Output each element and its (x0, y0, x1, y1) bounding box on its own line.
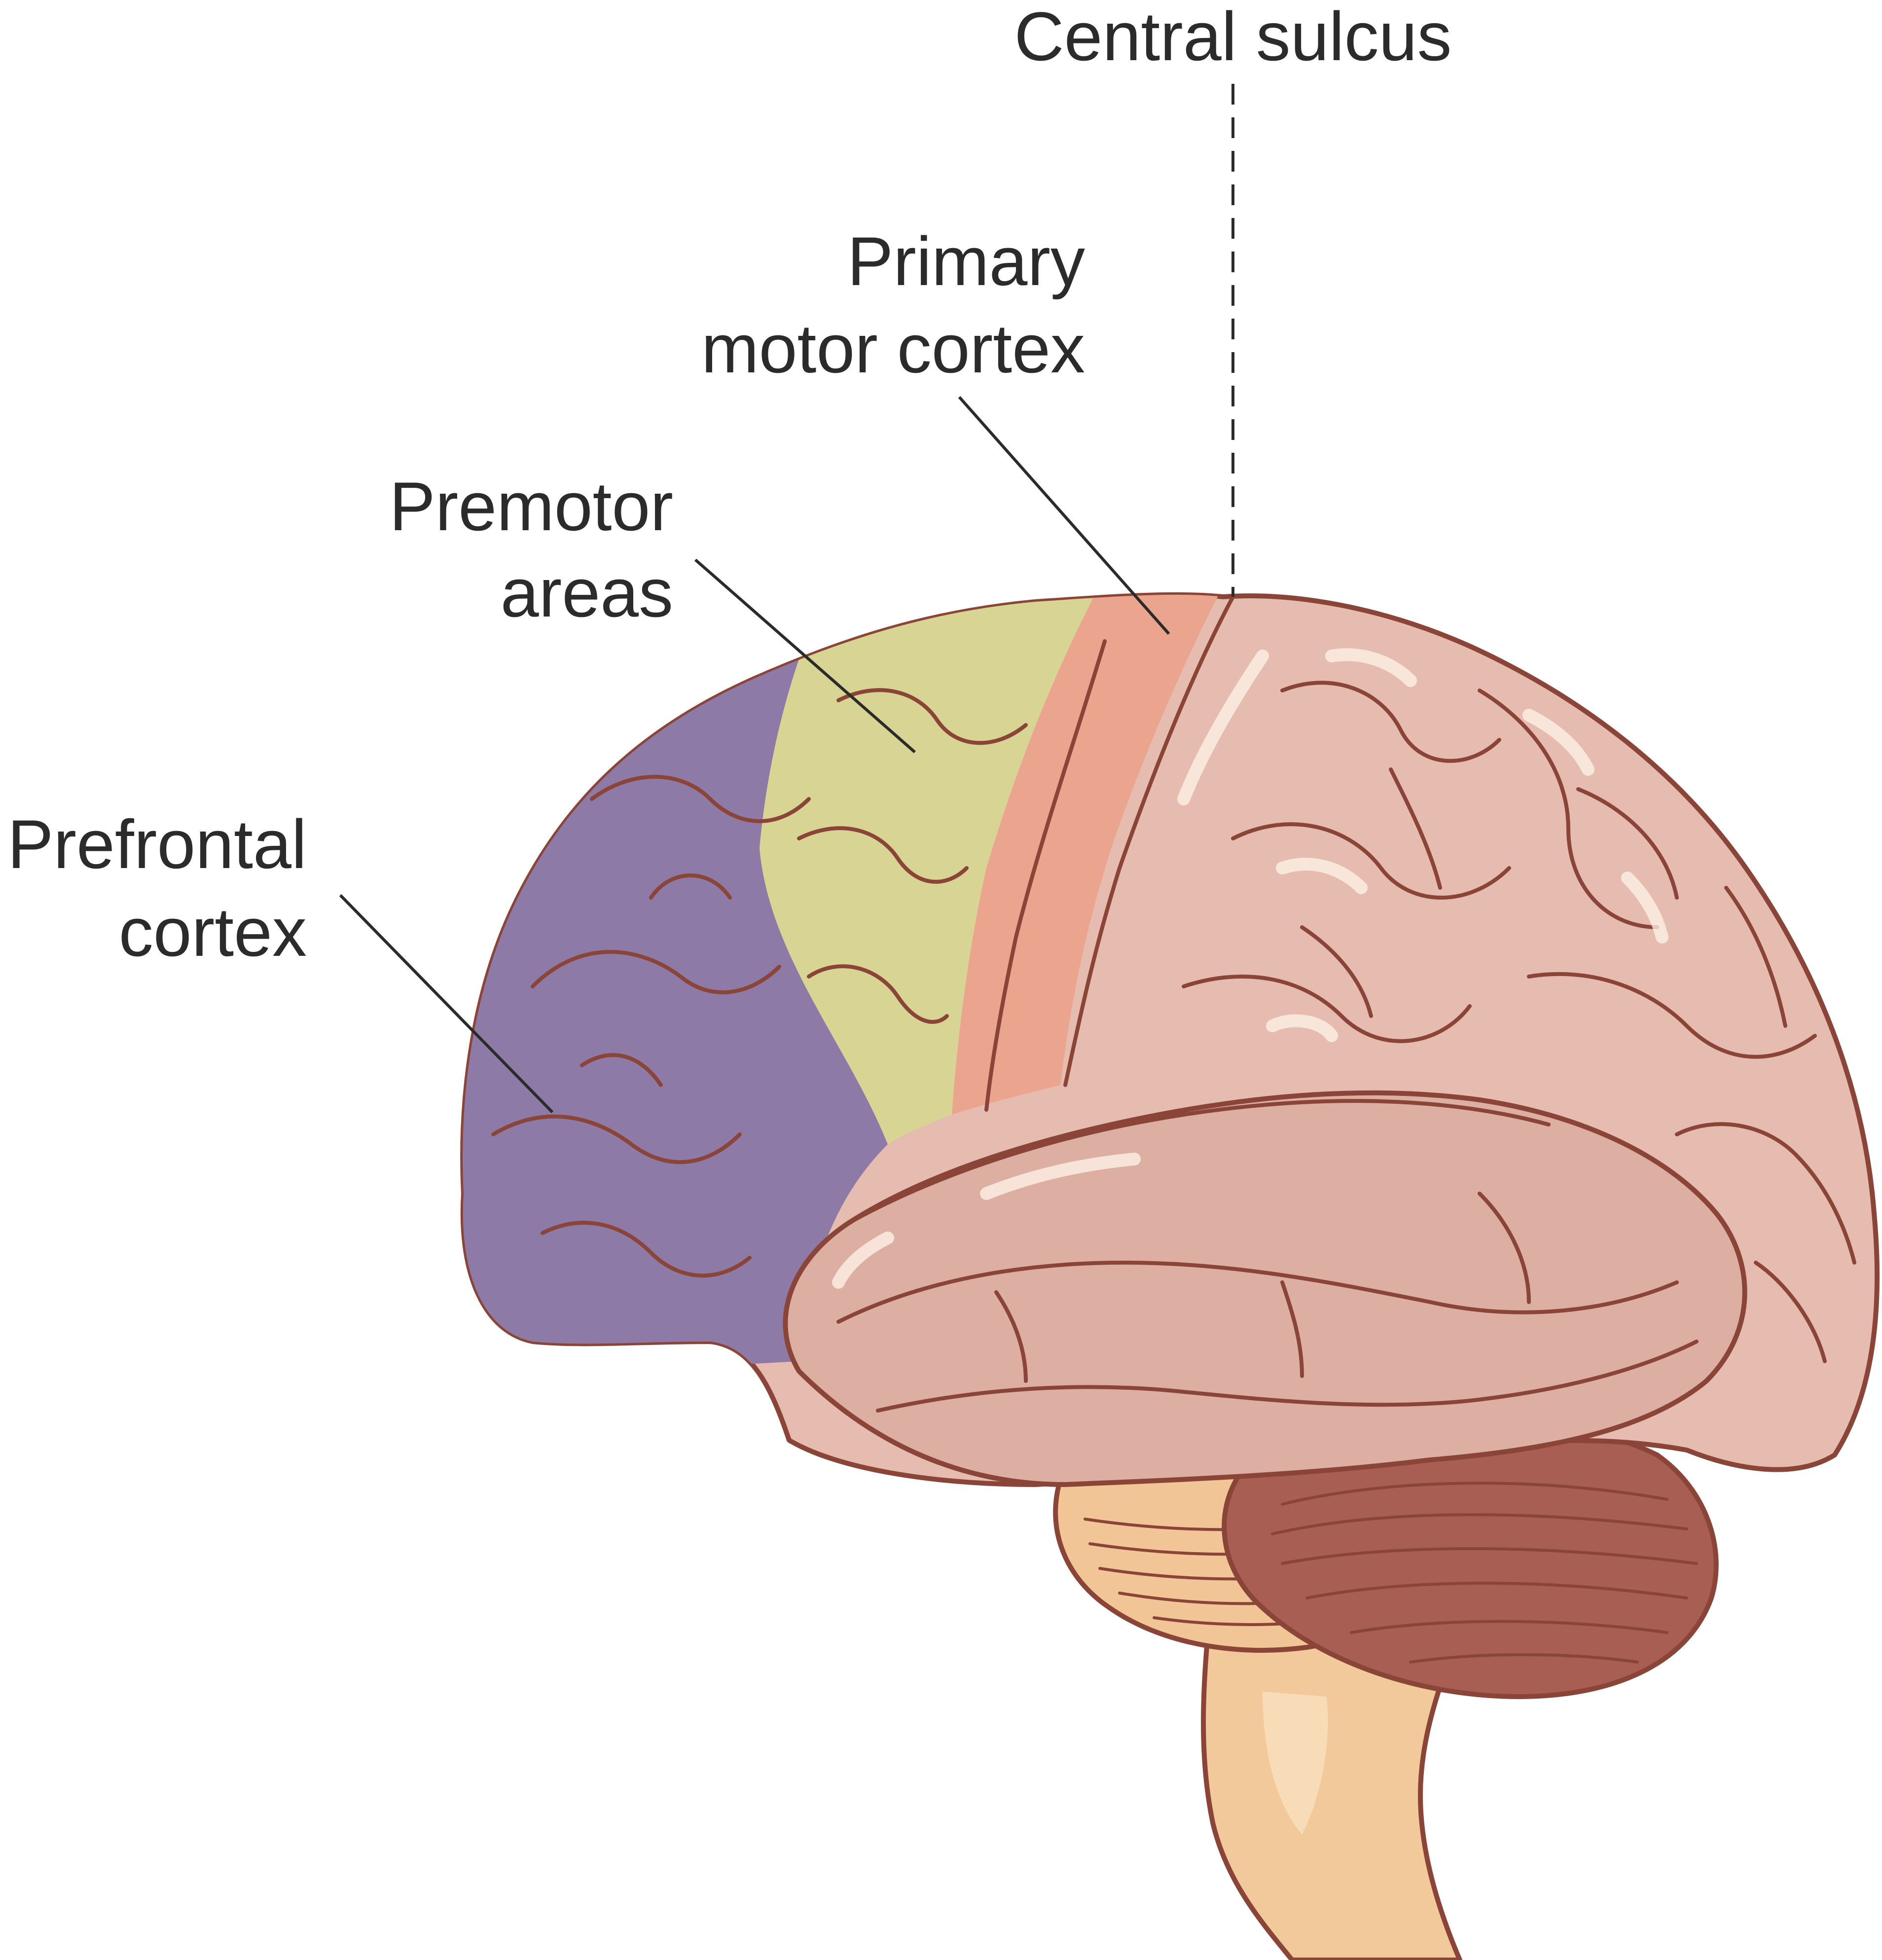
primary-motor-label-line2: motor cortex (701, 310, 1085, 387)
premotor-region (760, 594, 1110, 1144)
central-sulcus-label-group: Central sulcus (1014, 0, 1452, 597)
prefrontal-label-line1: Prefrontal (7, 805, 307, 883)
primary-motor-region (952, 594, 1233, 1115)
cerebrum (460, 592, 1880, 1487)
cerebellum (1222, 1418, 1719, 1699)
primary-motor-label-group: Primary motor cortex (701, 222, 1170, 635)
parietal-occipital-gyri (1182, 681, 1856, 1363)
central-sulcus-groove (1063, 595, 1235, 1087)
spinal-cord-highlight (1263, 1692, 1328, 1835)
premotor-label-group: Premotor areas (389, 468, 916, 754)
primary-motor-label-line1: Primary (847, 222, 1085, 300)
prefrontal-label-line2: cortex (119, 893, 307, 971)
prefrontal-leader-line (339, 894, 554, 1114)
cerebellum-folia (1271, 1482, 1698, 1664)
central-sulcus-label: Central sulcus (1014, 0, 1451, 75)
premotor-leader-line (694, 558, 916, 754)
primary-motor-leader-line (958, 396, 1170, 635)
lateral-fissure-and-temporal-gyri (836, 1099, 1699, 1413)
premotor-label-line1: Premotor (389, 468, 673, 545)
premotor-label-line2: areas (501, 554, 673, 631)
frontal-gyri (491, 639, 1107, 1278)
temporal-lobe (783, 1090, 1747, 1487)
prefrontal-label-group: Prefrontal cortex (7, 805, 554, 1114)
surface-highlights (832, 648, 1668, 1289)
